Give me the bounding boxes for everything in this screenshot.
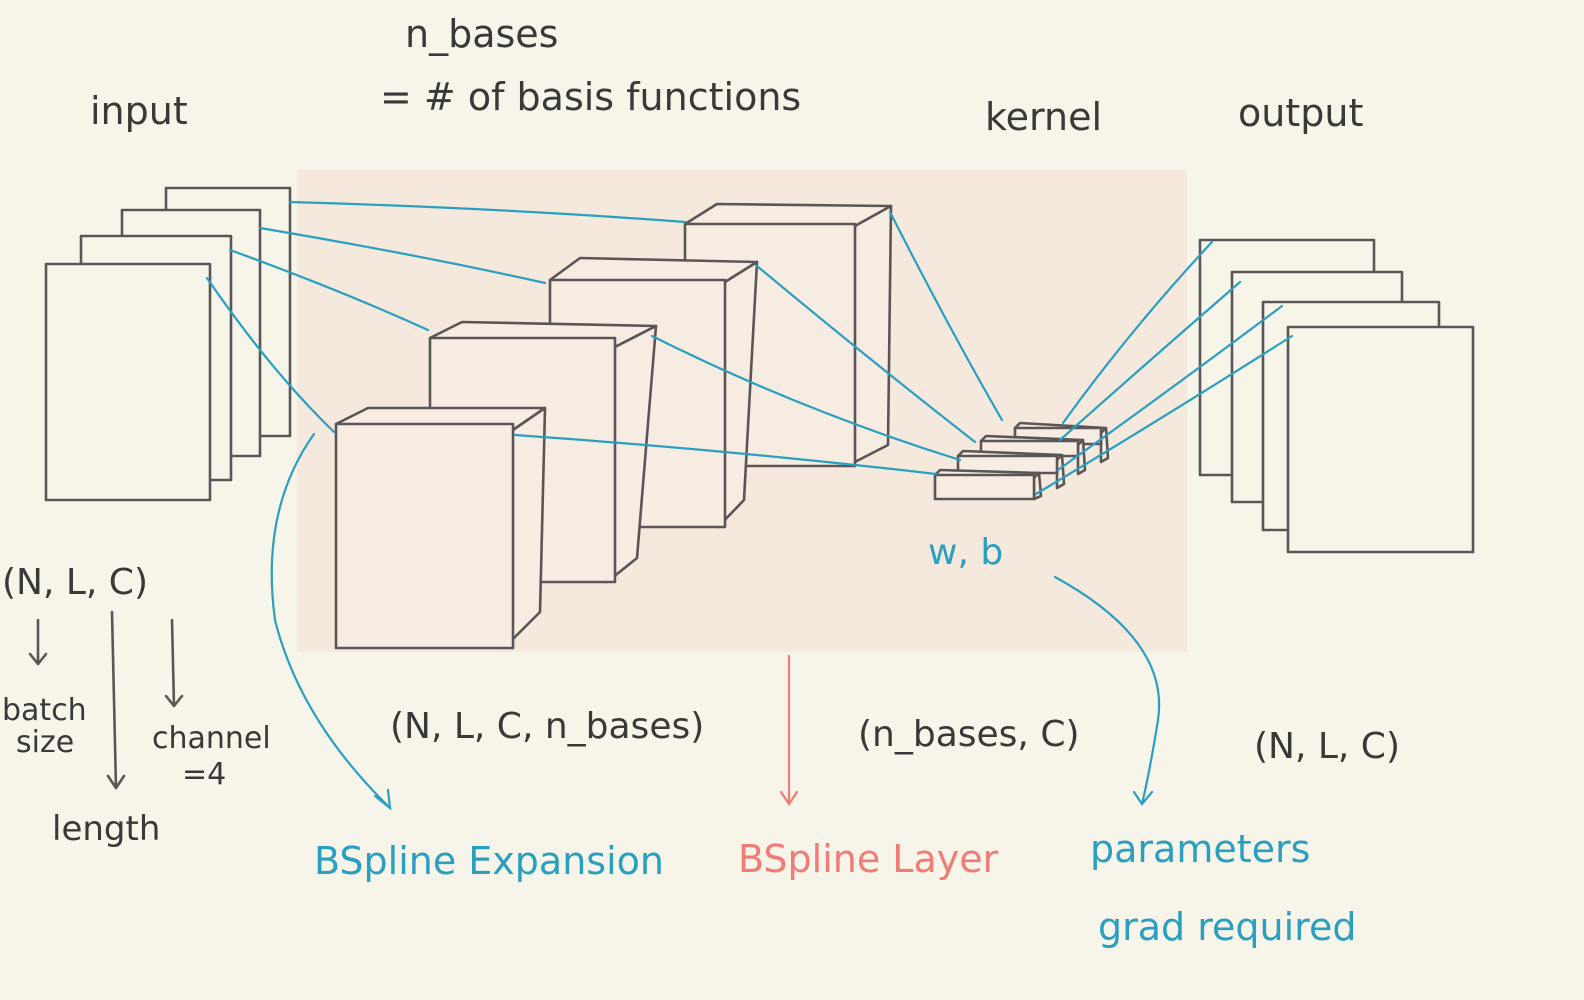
connector-line (1058, 280, 1242, 442)
kernel-params-label: w, b (928, 532, 1003, 573)
connector-line (258, 226, 547, 285)
arrow-head-icon (373, 788, 392, 811)
down-arrow-icon (28, 618, 48, 666)
output-shape-label: (N, L, C) (1254, 726, 1400, 767)
input-shape-label: (N, L, C) (2, 562, 148, 603)
kernel-plate (933, 468, 1043, 501)
connector-lines (205, 200, 1294, 496)
batch-size-label: batch (2, 693, 87, 728)
parameters-label: parameters (1090, 827, 1310, 871)
connector-line (755, 264, 977, 444)
down-arrow-icon (106, 610, 126, 790)
kernel-title: kernel (985, 95, 1102, 139)
kernel-plates (933, 421, 1110, 501)
down-arrow-icon (164, 618, 184, 708)
bspline-layer-label: BSpline Layer (738, 837, 999, 881)
output-stack (1198, 238, 1475, 554)
connector-line (205, 276, 336, 434)
connector-line (888, 210, 1004, 422)
connector-line (650, 334, 962, 462)
bspline-expansion-label: BSpline Expansion (314, 839, 664, 883)
arrow-head-icon (1132, 790, 1154, 806)
connector-line (1056, 304, 1284, 472)
kernel-shape-label: (n_bases, C) (858, 714, 1080, 755)
connector-line (1034, 334, 1294, 496)
connector-line (228, 248, 430, 332)
length-label: length (52, 809, 160, 849)
grad-required-label: grad required (1098, 905, 1356, 949)
expansion-cube (334, 406, 547, 650)
connector-line (288, 200, 687, 224)
connector-line (1061, 240, 1214, 425)
batch-size-label-2: size (16, 725, 74, 760)
arrow-head-icon (779, 790, 799, 806)
input-shape-arrows (28, 610, 184, 790)
bspline-expansion-arrow (270, 432, 392, 810)
parameters-arrow (1053, 575, 1161, 806)
channel-label: channel (152, 721, 271, 756)
channel-count-label: =4 (182, 757, 226, 792)
input-channel-sheet (44, 262, 212, 502)
output-title: output (1238, 91, 1363, 135)
input-stack (44, 186, 292, 502)
n-bases-title: n_bases (405, 12, 558, 56)
output-channel-sheet (1286, 325, 1475, 554)
input-title: input (90, 89, 188, 133)
connector-line (513, 433, 938, 476)
expansion-shape-label: (N, L, C, n_bases) (390, 706, 704, 747)
n-bases-definition: = # of basis functions (380, 75, 801, 119)
